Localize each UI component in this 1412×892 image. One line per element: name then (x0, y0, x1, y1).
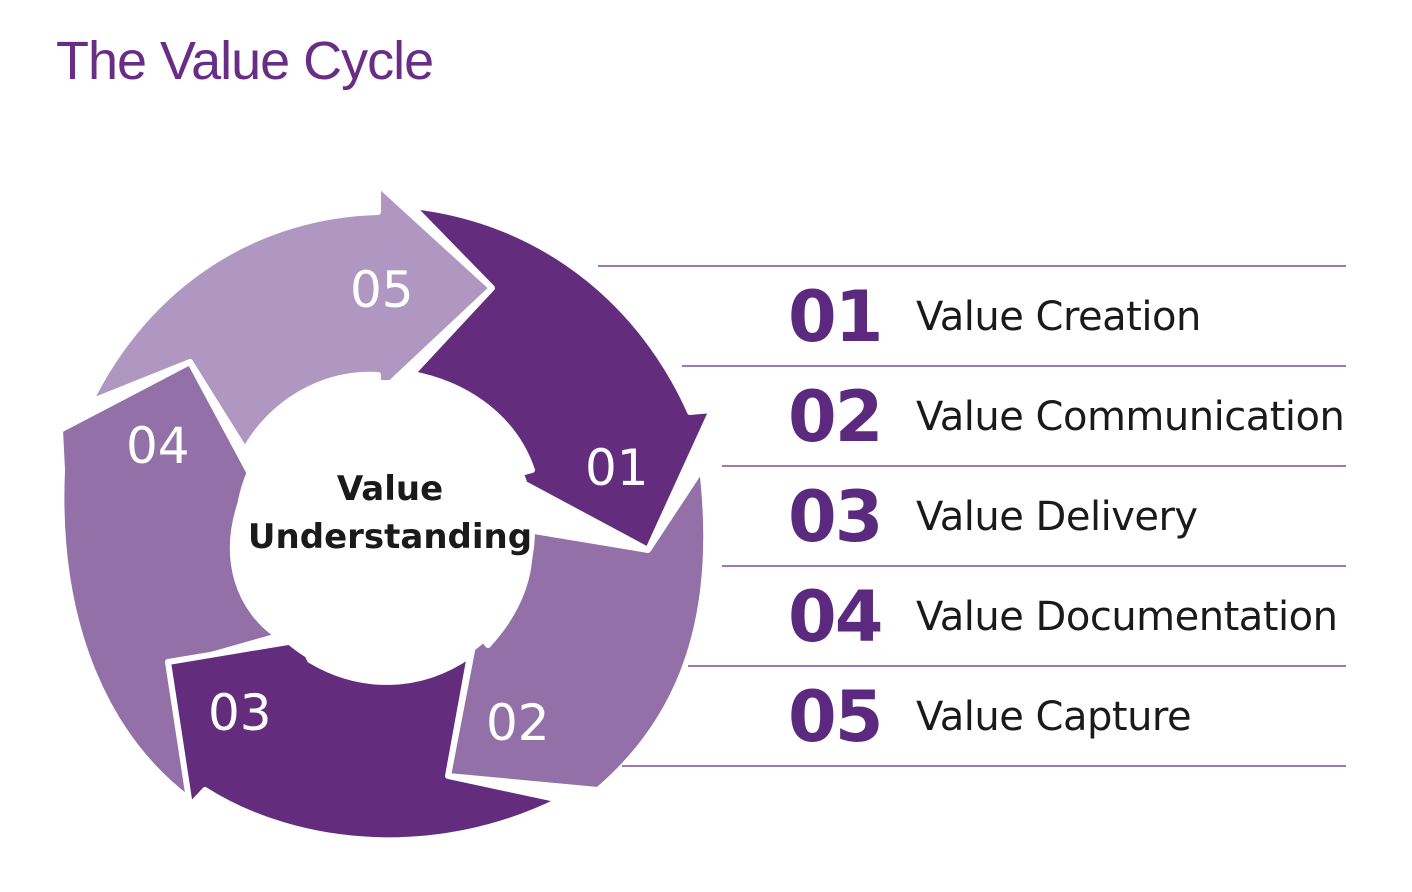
center-label-line2: Understanding (248, 517, 532, 557)
list-item: 01 Value Creation (788, 267, 1201, 367)
segment-number-03: 03 (208, 684, 272, 742)
segment-number-01: 01 (585, 439, 649, 497)
divider-line (688, 665, 1346, 667)
cycle-segment-01 (409, 203, 715, 553)
segment-number-02: 02 (486, 694, 550, 752)
list-item: 02 Value Communication (788, 367, 1345, 467)
segment-number-04: 04 (126, 417, 190, 475)
list-item-number: 02 (788, 376, 883, 458)
cycle-segment-05 (87, 181, 495, 453)
center-circle (235, 380, 535, 680)
list-item-label: Value Capture (916, 694, 1192, 740)
list-item: 05 Value Capture (788, 667, 1192, 767)
divider-line (722, 565, 1346, 567)
list-item-number: 01 (788, 276, 883, 358)
center-label-line1: Value (337, 469, 443, 509)
cycle-segment-04 (57, 359, 281, 803)
list-item-label: Value Delivery (916, 494, 1198, 540)
divider-line (722, 465, 1346, 467)
value-cycle-diagram: 05 04 01 03 02 Value Understanding (57, 181, 715, 844)
list-item-label: Value Documentation (916, 594, 1338, 640)
list-item-label: Value Creation (916, 294, 1201, 340)
list-item-label: Value Communication (916, 394, 1345, 440)
divider-line (598, 265, 1346, 267)
divider-line (622, 765, 1346, 767)
list-item: 03 Value Delivery (788, 467, 1198, 567)
list-item: 04 Value Documentation (788, 567, 1338, 667)
list-item-number: 05 (788, 676, 883, 758)
cycle-segment-03 (165, 637, 563, 844)
segment-number-05: 05 (350, 261, 414, 319)
divider-line (682, 365, 1346, 367)
list-item-number: 03 (788, 476, 883, 558)
list-item-number: 04 (788, 576, 883, 658)
page-title: The Value Cycle (56, 31, 434, 91)
